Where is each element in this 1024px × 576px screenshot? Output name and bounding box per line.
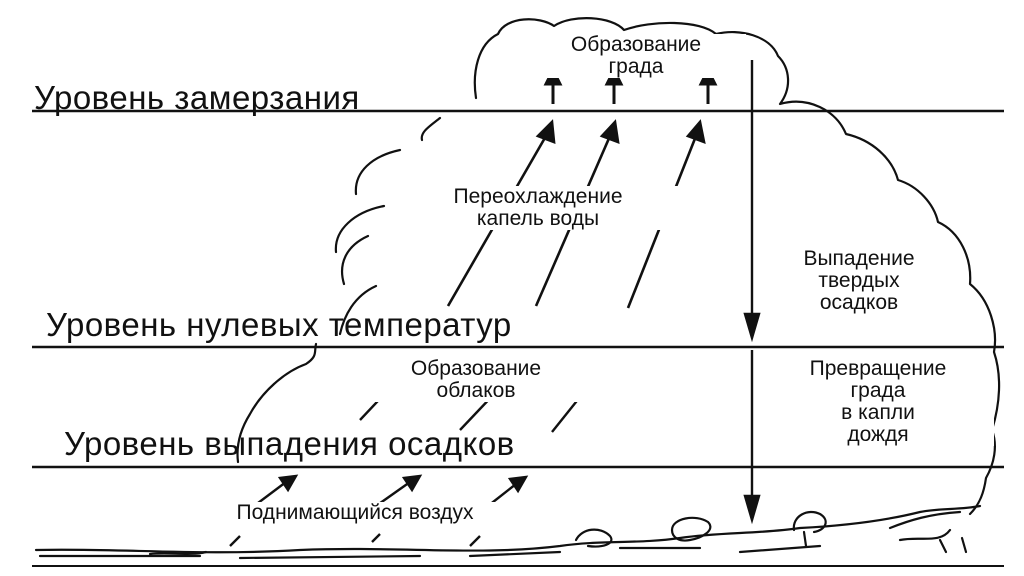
hail-formation-label: Образование града — [526, 33, 746, 79]
rising-air-label: Поднимающийся воздух — [160, 501, 550, 525]
ground-terrain — [34, 504, 982, 560]
cloud-outline — [473, 17, 1001, 516]
rising-air-arrows — [229, 474, 529, 547]
cloud-left-edge — [236, 116, 442, 464]
cloud-formation-label: Образование облаков — [364, 357, 588, 403]
precipitation-level-label: Уровень выпадения осадков — [64, 425, 515, 462]
supercooled-drops-label: Переохлаждение капель воды — [398, 185, 678, 231]
hail-to-rain-label: Превращение града в капли дождя — [762, 357, 994, 447]
solid-precipitation-label: Выпадение твердых осадков — [803, 247, 915, 315]
freezing-level-label: Уровень замерзания — [34, 79, 360, 116]
falling-precipitation-arrow — [743, 60, 761, 525]
zero-temp-level-label: Уровень нулевых температур — [46, 306, 512, 343]
